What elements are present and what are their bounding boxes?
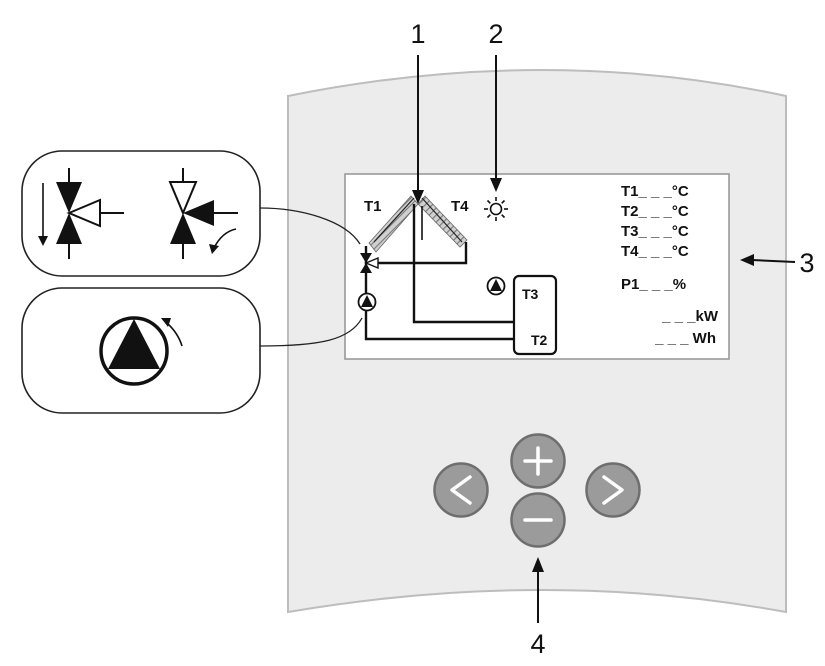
sun-icon	[484, 197, 508, 221]
valve-leader-line	[259, 207, 361, 245]
chevron-right-icon	[602, 475, 624, 505]
tank-pump-icon	[486, 276, 506, 296]
reading-t3: T3_ _ _°C	[621, 223, 689, 240]
reading-t4: T4_ _ _°C	[621, 243, 689, 260]
callout-number-1: 1	[410, 19, 425, 49]
three-way-valve-icon	[38, 168, 124, 259]
callout-arrowhead-1	[412, 190, 424, 204]
lcd-three-way-valve-icon	[360, 253, 379, 273]
reading-p1: P1_ _ _%	[621, 276, 686, 293]
three-way-valve-alt-icon	[168, 168, 238, 259]
tank-sensor-t2-label: T2	[531, 332, 548, 348]
left-button[interactable]	[433, 462, 489, 518]
callout-number-3: 3	[799, 248, 814, 278]
reading-wh: _ _ _ Wh	[654, 330, 716, 347]
callout-number-2: 2	[488, 19, 503, 49]
reading-t1: T1_ _ _°C	[621, 183, 689, 200]
hydraulic-schematic: T3 T2 T1 T4	[357, 195, 558, 356]
chevron-left-icon	[450, 475, 472, 505]
callout-number-4: 4	[530, 629, 545, 659]
plus-button[interactable]	[510, 433, 566, 489]
callout-arrow-3	[751, 259, 796, 263]
return-pipe-lower	[364, 246, 514, 341]
tank-sensor-t3-label: T3	[522, 286, 539, 302]
callout-arrowhead-3	[740, 254, 754, 266]
lcd-pump-icon	[357, 292, 377, 312]
reading-t2: T2_ _ _°C	[621, 203, 689, 220]
return-pipe-upper	[372, 242, 468, 265]
reading-kw: _ _ _kW	[661, 308, 719, 325]
pump-icon	[99, 316, 183, 386]
right-button[interactable]	[585, 462, 641, 518]
minus-button[interactable]	[510, 492, 566, 548]
collector-sensor-t4-label: T4	[451, 198, 469, 215]
storage-tank	[512, 274, 558, 356]
callout-arrowhead-4	[532, 557, 544, 572]
supply-pipe	[412, 204, 514, 324]
pump-leader-line	[259, 317, 363, 347]
callout-arrowhead-2	[490, 178, 502, 192]
collector-sensor-t1-label: T1	[364, 198, 382, 215]
